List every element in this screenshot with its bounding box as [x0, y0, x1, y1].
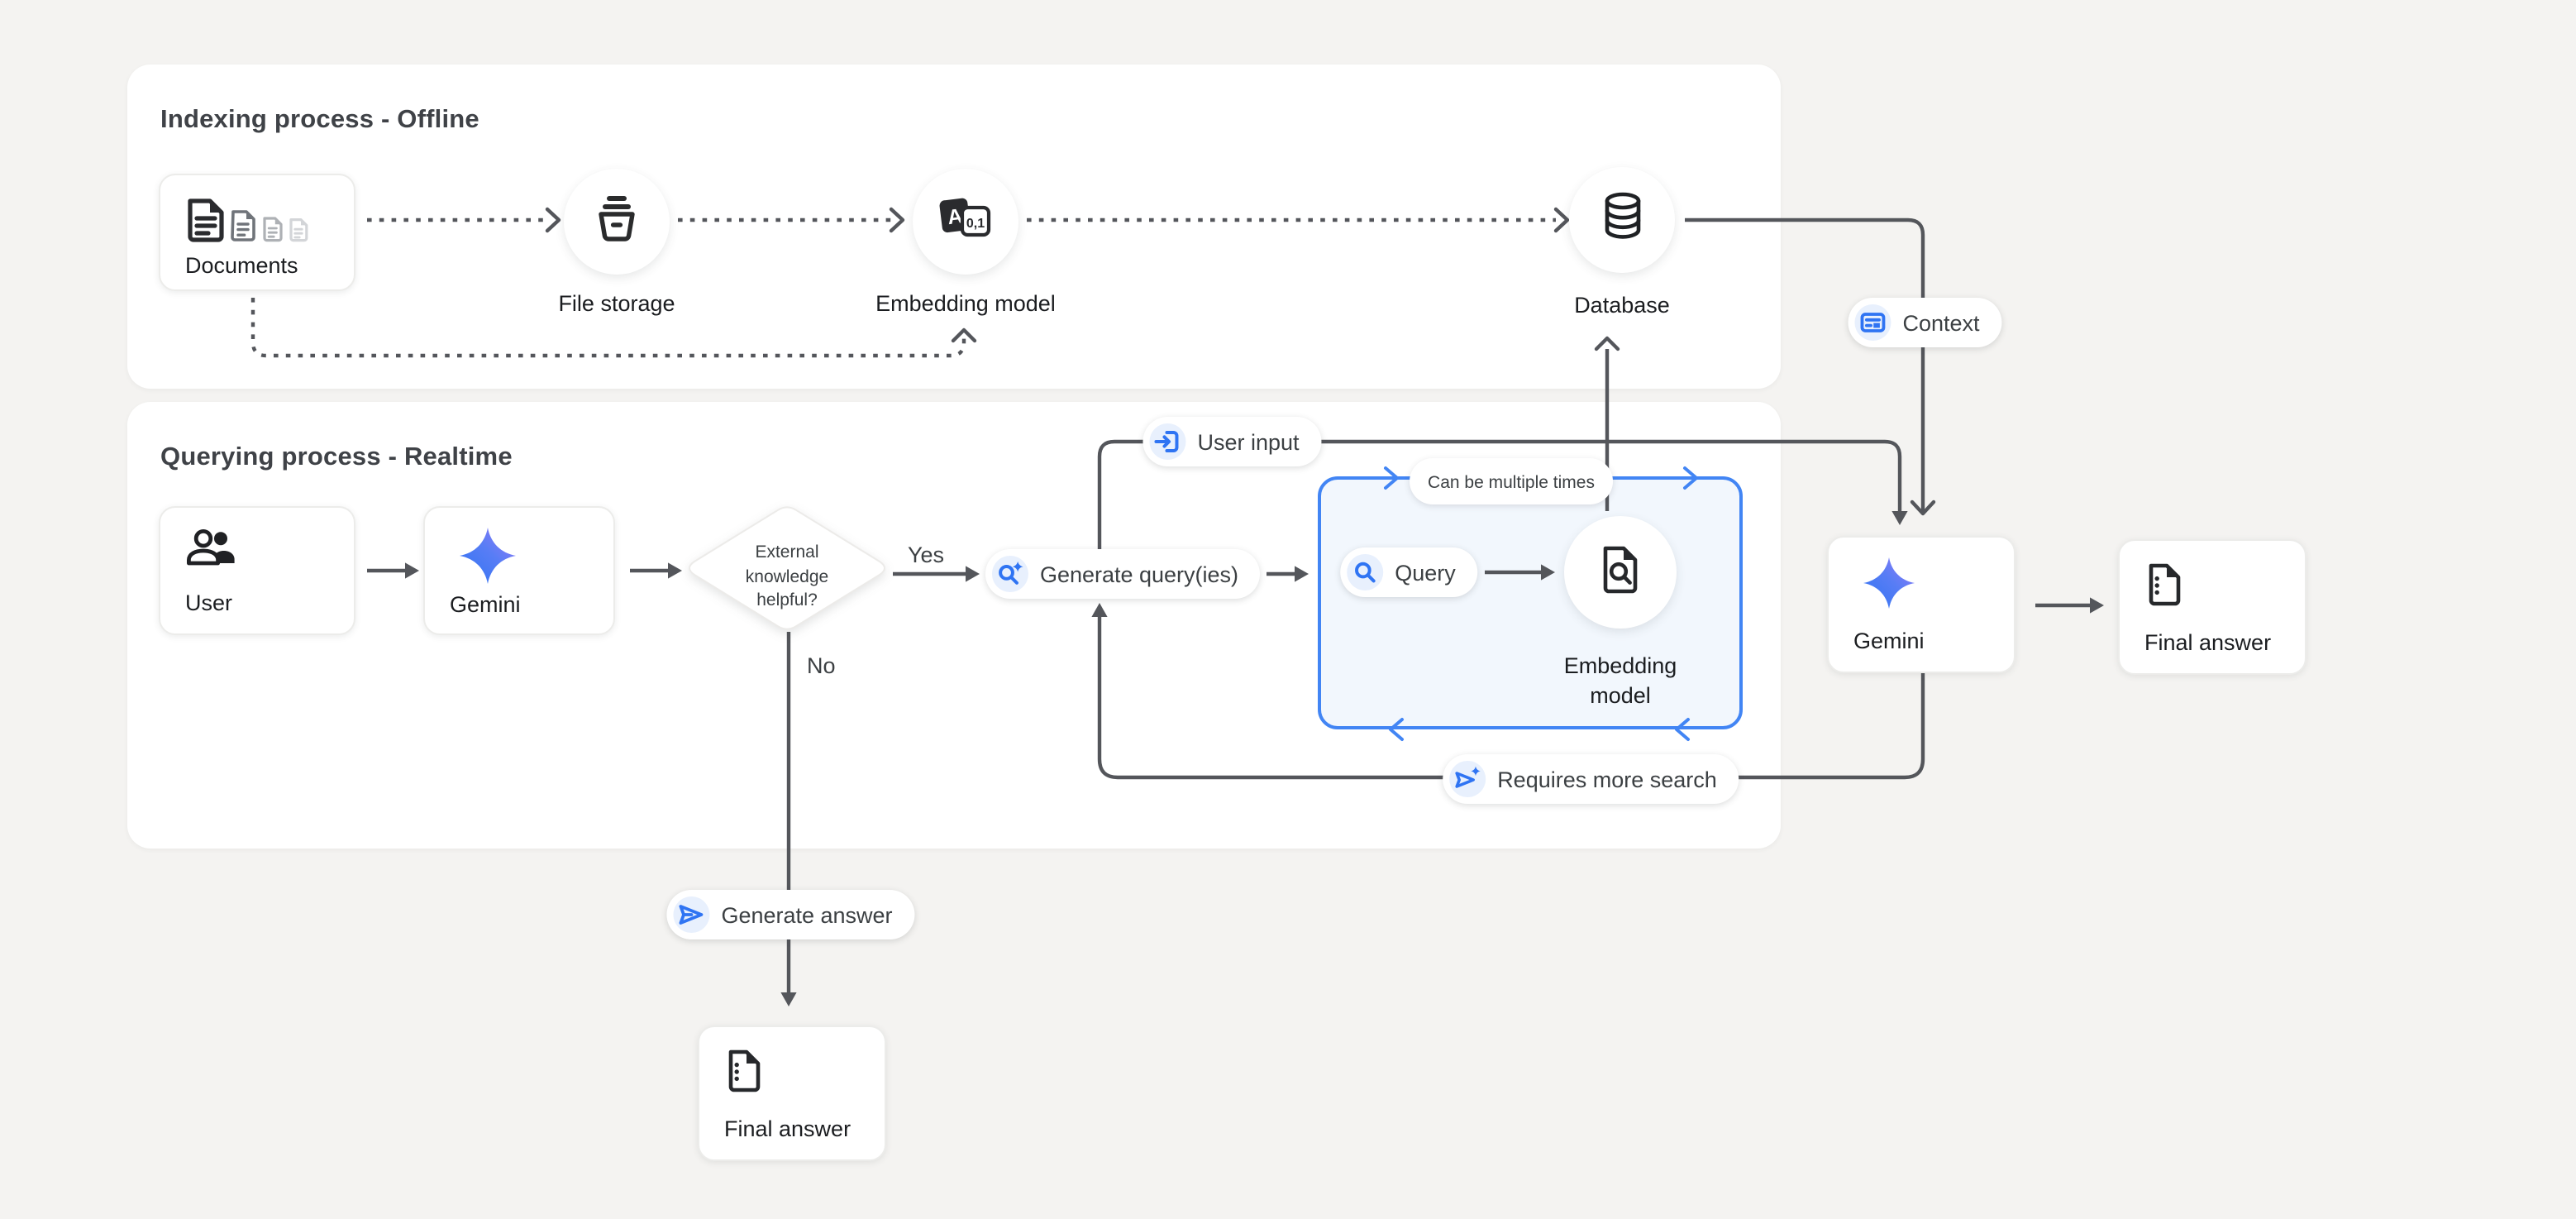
decision-diamond-text: External knowledge helpful?	[685, 541, 890, 613]
text-to-numbers-icon: A 0,1	[937, 193, 994, 251]
database-node	[1569, 167, 1675, 273]
input-icon	[1149, 423, 1185, 460]
query-pill-label: Query	[1395, 560, 1456, 585]
generate-queries-pill: Generate query(ies)	[985, 549, 1260, 599]
user-input-pill: User input	[1143, 417, 1320, 466]
edge-label-no: No	[807, 653, 836, 678]
people-icon	[185, 528, 329, 574]
final-answer-right-node: Final answer	[2118, 539, 2306, 675]
can-be-multiple-times-label: Can be multiple times	[1428, 473, 1595, 493]
final-answer-bottom-label: Final answer	[724, 1116, 860, 1141]
gemini-star-icon	[1863, 557, 1989, 617]
querying-panel-title: Querying process - Realtime	[160, 443, 513, 473]
search-sparkle-icon	[992, 556, 1028, 592]
search-icon	[1347, 554, 1383, 590]
can-be-multiple-times-badge: Can be multiple times	[1410, 458, 1613, 504]
context-pill-label: Context	[1902, 310, 1979, 335]
generate-queries-pill-label: Generate query(ies)	[1040, 562, 1238, 586]
indexing-panel-title: Indexing process - Offline	[160, 106, 479, 136]
documents-node: Documents	[159, 174, 355, 291]
embedding-model-indexing-label: Embedding model	[863, 289, 1068, 319]
documents-stack-icon	[185, 195, 329, 253]
storage-bucket-icon	[592, 191, 642, 252]
answer-document-icon	[2144, 561, 2280, 617]
send-icon	[673, 896, 709, 933]
database-label: Database	[1539, 291, 1705, 321]
document-search-icon	[1597, 542, 1643, 603]
final-answer-bottom-node: Final answer	[698, 1025, 886, 1161]
gemini-right-label: Gemini	[1853, 629, 1989, 653]
generate-answer-pill: Generate answer	[666, 890, 914, 939]
file-storage-node	[564, 169, 670, 275]
article-icon	[1854, 304, 1891, 341]
database-cylinder-icon	[1600, 190, 1644, 250]
answer-document-icon	[724, 1047, 860, 1103]
user-input-pill-label: User input	[1197, 429, 1299, 454]
context-pill: Context	[1848, 298, 2001, 347]
query-pill: Query	[1340, 547, 1477, 597]
file-storage-label: File storage	[518, 289, 716, 319]
documents-label: Documents	[185, 253, 329, 278]
requires-more-search-pill-label: Requires more search	[1497, 767, 1717, 791]
user-node: User	[159, 506, 355, 635]
edge-label-yes: Yes	[908, 543, 944, 567]
requires-more-search-pill: Requires more search	[1443, 754, 1739, 804]
generate-answer-pill-label: Generate answer	[721, 902, 892, 927]
embedding-model-querying-node	[1564, 516, 1677, 629]
gemini-node: Gemini	[423, 506, 615, 635]
embedding-model-querying-label: Embedding model	[1521, 652, 1720, 711]
svg-text:0,1: 0,1	[966, 216, 985, 230]
embedding-model-indexing-node: A 0,1	[913, 169, 1018, 275]
gemini-label: Gemini	[450, 592, 589, 617]
send-sparkle-icon	[1449, 761, 1486, 797]
gemini-right-node: Gemini	[1827, 536, 2015, 673]
final-answer-right-label: Final answer	[2144, 630, 2280, 655]
user-label: User	[185, 590, 329, 615]
gemini-star-icon	[460, 528, 589, 592]
